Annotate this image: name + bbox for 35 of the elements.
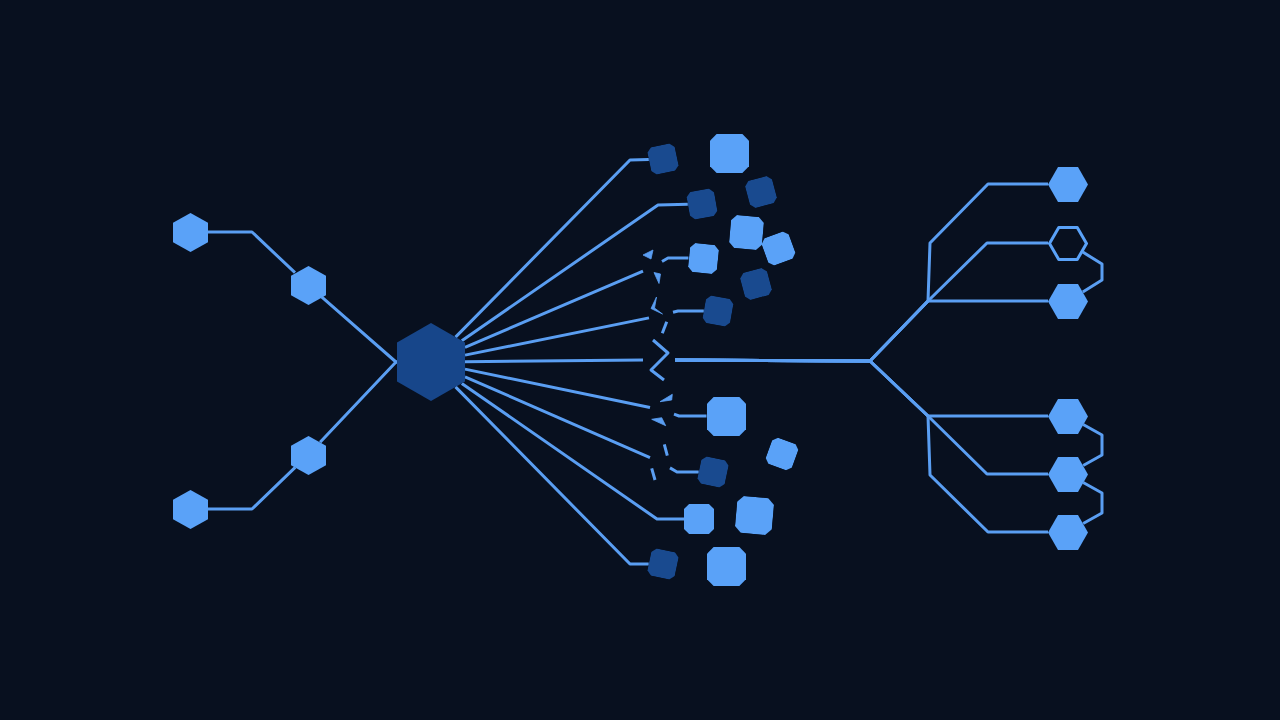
connector-line (673, 412, 707, 418)
connector-line (465, 358, 643, 364)
hexagon-node (1048, 398, 1088, 434)
connector-line (672, 309, 704, 314)
connector-line (454, 385, 649, 566)
connector-line (1082, 423, 1104, 467)
line-break-mark (643, 249, 662, 285)
hexagon-node (172, 212, 208, 252)
connector-line (454, 157, 649, 339)
hexagon-node (1048, 283, 1088, 319)
connector-line (319, 360, 398, 444)
connector-line (207, 230, 297, 274)
connector-line (207, 466, 297, 511)
hexagon-node (290, 265, 326, 305)
hexagon-node (1048, 456, 1088, 492)
connector-line (464, 269, 644, 349)
connector-line (669, 466, 699, 474)
connector-line (460, 382, 684, 521)
hexagon-node (1048, 514, 1088, 550)
line-break-mark (650, 443, 670, 481)
connector-line (320, 295, 398, 364)
connector-line (464, 375, 651, 459)
connector-line (460, 202, 688, 342)
connector-line (464, 316, 650, 357)
hexagon-node (290, 435, 326, 475)
hexagon-node (172, 489, 208, 529)
hub-hexagon (397, 323, 465, 401)
connector-line (464, 367, 651, 409)
hexagon-node (1048, 166, 1088, 202)
connector-line (675, 358, 1048, 534)
outline-hexagon (1048, 225, 1088, 261)
connector-line (1082, 250, 1104, 294)
connector-line (1082, 481, 1104, 525)
line-break-mark (650, 393, 674, 427)
connector-line (661, 256, 689, 263)
